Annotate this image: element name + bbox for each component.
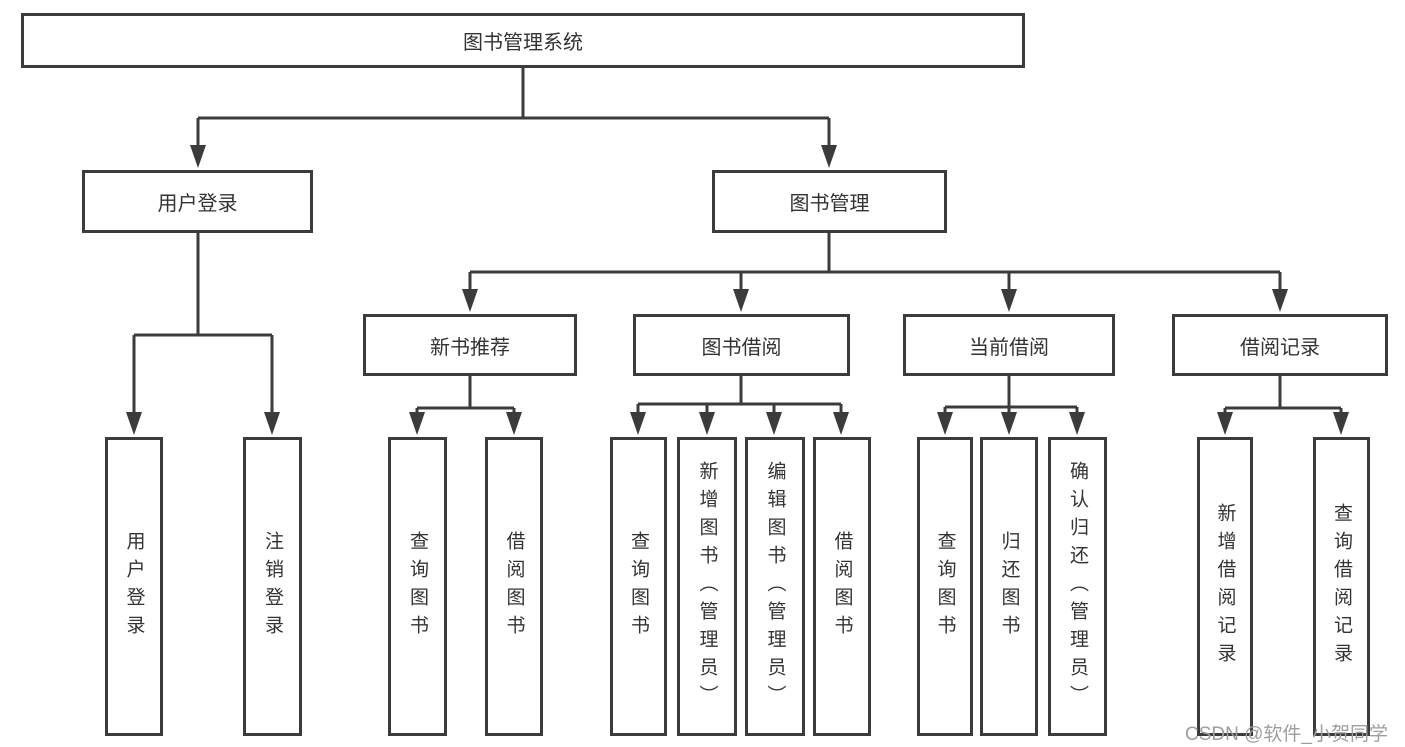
leaf-label: 查询借阅记录 [1331, 502, 1352, 671]
leaf-add-books-admin: 新增图书（管理员） [677, 437, 737, 736]
csdn-watermark: CSDN @软件_小贺同学 [1185, 724, 1388, 745]
node-label: 图书借阅 [701, 336, 782, 359]
leaf-label: 确认归还（管理员） [1067, 460, 1088, 713]
node-current-borrowing: 当前借阅 [903, 314, 1115, 376]
leaf-label: 新增借阅记录 [1214, 502, 1236, 671]
leaf-label: 借阅图书 [831, 530, 853, 643]
leaf-query-borrow-record: 查询借阅记录 [1313, 437, 1370, 736]
leaf-label: 借阅图书 [503, 530, 525, 643]
leaf-label: 编辑图书（管理员） [764, 460, 786, 713]
leaf-return-books: 归还图书 [980, 437, 1038, 736]
leaf-user-login: 用户登录 [105, 437, 163, 736]
node-new-book-recommendation: 新书推荐 [363, 314, 577, 376]
leaf-confirm-return-admin: 确认归还（管理员） [1048, 437, 1107, 736]
leaf-borrow-books-recommend: 借阅图书 [485, 437, 543, 736]
node-borrowing-records: 借阅记录 [1172, 314, 1388, 376]
node-label: 当前借阅 [969, 336, 1049, 359]
leaf-label: 用户登录 [123, 530, 145, 643]
node-label: 用户登录 [157, 193, 238, 215]
node-label: 图书管理系统 [463, 32, 583, 54]
node-book-management: 图书管理 [712, 170, 947, 233]
leaf-label: 查询图书 [934, 530, 956, 643]
node-label: 新书推荐 [430, 336, 510, 359]
node-label: 借阅记录 [1240, 336, 1320, 359]
node-library-management-system: 图书管理系统 [21, 13, 1025, 68]
leaf-edit-books-admin: 编辑图书（管理员） [745, 437, 805, 736]
connector-stems [132, 68, 1343, 421]
node-book-borrowing: 图书借阅 [633, 314, 850, 376]
leaf-label: 查询图书 [628, 530, 649, 643]
leaf-query-books-current: 查询图书 [917, 437, 973, 736]
leaf-label: 注销登录 [262, 530, 283, 643]
leaf-query-books-borrowing: 查询图书 [610, 437, 667, 736]
node-label: 图书管理 [789, 193, 870, 215]
leaf-label: 归还图书 [998, 530, 1020, 643]
arrowheads [126, 145, 1349, 435]
leaf-label: 新增图书（管理员） [696, 460, 718, 713]
leaf-logout: 注销登录 [243, 437, 302, 736]
leaf-query-books-recommend: 查询图书 [388, 437, 447, 736]
leaf-add-borrow-record: 新增借阅记录 [1197, 437, 1253, 736]
leaf-label: 查询图书 [407, 530, 428, 643]
leaf-borrow-books-borrowing: 借阅图书 [813, 437, 871, 736]
node-user-login: 用户登录 [82, 170, 313, 233]
